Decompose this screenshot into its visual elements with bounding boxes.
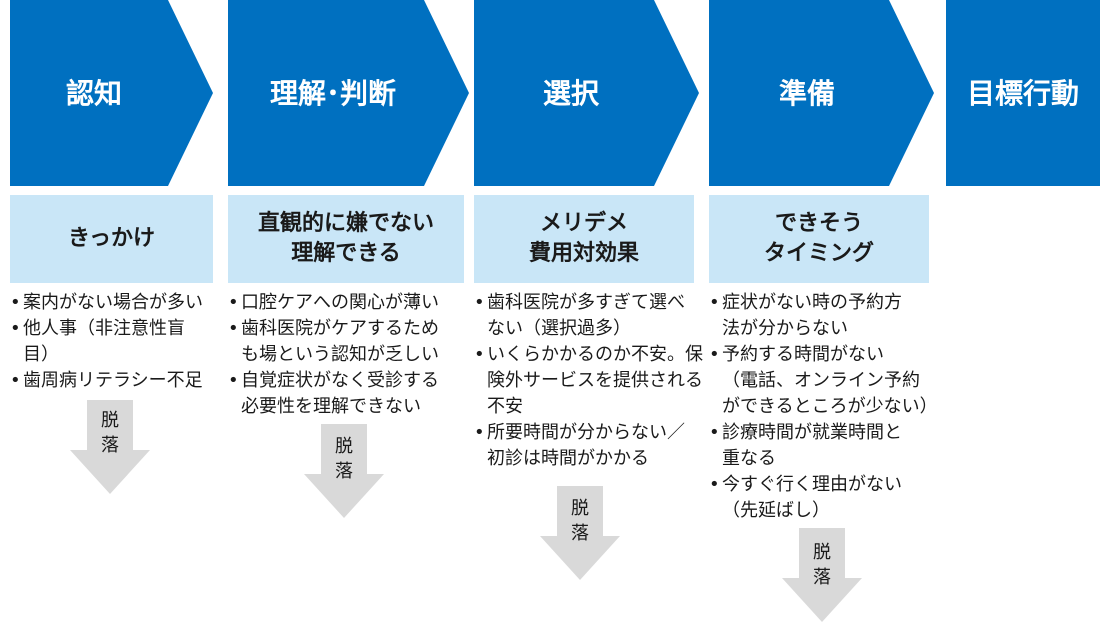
dropout-arrow-understanding: 脱 落 [304,424,384,518]
list-item: 案内がない場合が多い [10,290,224,316]
stage-chevron-understanding: 理解･判断 [228,0,469,186]
stage-chevron-awareness: 認知 [10,0,213,186]
list-item: 今すぐ行く理由がない （先延ばし） [709,472,945,524]
subheading-box-awareness: きっかけ [10,195,213,283]
subheading-box-selection: メリデメ 費用対効果 [474,195,694,283]
subheading-text: メリデメ 費用対効果 [528,211,639,266]
barrier-list-selection: 歯科医院が多すぎて選べ ない（選択過多） いくらかかるのか不安。保 険外サービス… [474,290,706,472]
stage-chevron-preparation: 準備 [709,0,934,186]
stage-title-awareness: 認知 [66,77,122,110]
stage-title-selection: 選択 [543,77,600,110]
stage-chevron-selection: 選択 [474,0,699,186]
list-item: 歯科医院がケアするため も場という認知が乏しい [228,316,468,368]
dropout-arrow-selection: 脱 落 [540,486,620,580]
chevron-shape [709,0,934,186]
chevron-shape [228,0,469,186]
chevron-shape [10,0,213,186]
subheading-text: きっかけ [67,226,156,251]
list-item: 自覚症状がなく受診する 必要性を理解できない [228,368,468,420]
list-item: 歯周病リテラシー不足 [10,368,224,394]
dropout-label: 脱 落 [335,436,353,482]
dropout-label: 脱 落 [101,410,119,456]
list-item: 診療時間が就業時間と 重なる [709,420,945,472]
barrier-list-preparation: 症状がない時の予約方 法が分からない 予約する時間がない （電話、オンライン予約… [709,290,945,524]
down-arrow-icon [782,528,862,622]
barrier-list-awareness: 案内がない場合が多い 他人事（非注意性盲 目） 歯周病リテラシー不足 [10,290,224,394]
dropout-arrow-awareness: 脱 落 [70,400,150,494]
subheading-text: 直観的に嫌でない 理解できる [257,211,434,266]
barrier-list-understanding: 口腔ケアへの関心が薄い 歯科医院がケアするため も場という認知が乏しい 自覚症状… [228,290,468,420]
target-box-shape [946,0,1100,186]
list-item: 口腔ケアへの関心が薄い [228,290,468,316]
dropout-label: 脱 落 [813,542,831,588]
down-arrow-icon [540,486,620,580]
dropout-arrow-preparation: 脱 落 [782,528,862,622]
down-arrow-icon [304,424,384,518]
subheading-box-preparation: できそう タイミング [709,195,929,283]
list-item: いくらかかるのか不安。保 険外サービスを提供される 不安 [474,342,706,420]
list-item: 歯科医院が多すぎて選べ ない（選択過多） [474,290,706,342]
list-item: 予約する時間がない （電話、オンライン予約 ができるところが少ない） [709,342,945,420]
stage-box-target-action: 目標行動 [946,0,1100,186]
subheading-text: できそう タイミング [763,211,874,266]
dropout-label: 脱 落 [571,498,589,544]
stage-title-target-action: 目標行動 [967,77,1079,110]
stage-title-understanding: 理解･判断 [270,77,396,110]
down-arrow-icon [70,400,150,494]
list-item: 症状がない時の予約方 法が分からない [709,290,945,342]
list-item: 他人事（非注意性盲 目） [10,316,224,368]
stage-title-preparation: 準備 [779,77,835,110]
list-item: 所要時間が分からない／ 初診は時間がかかる [474,420,706,472]
chevron-shape [474,0,699,186]
subheading-box-understanding: 直観的に嫌でない 理解できる [228,195,464,283]
